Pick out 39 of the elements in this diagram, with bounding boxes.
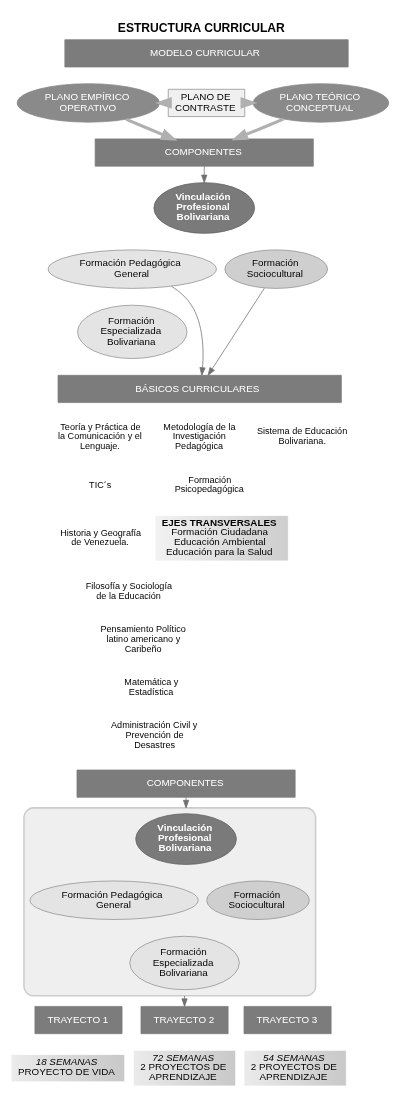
node-ellipse: PLANO TEÓRICO CONCEPTUAL xyxy=(252,82,390,123)
node-ellipse: Formación Sociocultural xyxy=(224,249,328,289)
label: Historia y Geografía de Venezuela. xyxy=(60,527,142,547)
label: Metodología de la Investigación Pedagógica xyxy=(163,421,236,451)
node-box: 54 SEMANAS 2 PROYECTOS DE APRENDIZAJE xyxy=(243,1049,347,1086)
label: Matemática y Estadística xyxy=(124,676,179,697)
arrow xyxy=(231,117,284,141)
node-box: BÁSICOS CURRICULARES xyxy=(57,374,342,403)
label: Sistema de Educación Bolivariana. xyxy=(256,425,348,446)
label: Pensamiento Político latino americano y Caribeño xyxy=(100,623,186,654)
node-ellipse: Formación Sociocultural xyxy=(206,880,310,920)
arrow xyxy=(181,994,188,1007)
node-ellipse: Formación Pedagógica General xyxy=(29,880,199,920)
node-box: MODELO CURRICULAR xyxy=(64,38,349,67)
node-ellipse: PLANO EMPÍRICO OPERATIVO xyxy=(16,82,160,123)
node-box: EJES TRANSVERSALES Formación Ciudadana Educación Ambiental Educación para la Salud xyxy=(154,514,289,561)
node-ellipse: Formación Especializada Bolivariana xyxy=(129,935,240,990)
label: Administración Civil y Prevención de Desastres xyxy=(111,719,198,750)
node-ellipse: Formación Pedagógica General xyxy=(47,249,217,289)
node-box: COMPONENTES xyxy=(76,769,296,798)
node-ellipse: Vinculación Profesional Bolivariana xyxy=(153,181,255,234)
arrow xyxy=(125,117,178,141)
diagram-title: ESTRUCTURA CURRICULAR xyxy=(117,20,285,35)
node-box: 72 SEMANAS 2 PROYECTOS DE APRENDIZAJE xyxy=(133,1049,237,1086)
node-ellipse: Vinculación Profesional Bolivariana xyxy=(135,812,237,865)
node-box: TRAYECTO 3 xyxy=(243,1005,332,1034)
label: Formación Psicopedagógica xyxy=(174,474,244,494)
node-box: COMPONENTES xyxy=(94,138,314,167)
node-box: TRAYECTO 2 xyxy=(140,1005,229,1034)
node-box: TRAYECTO 1 xyxy=(34,1005,123,1034)
label: Filosofía y Sociología de la Educación xyxy=(85,580,172,600)
arrow xyxy=(240,96,258,109)
arrow xyxy=(201,165,208,183)
arrow xyxy=(207,287,265,376)
arrow xyxy=(171,285,206,376)
label: Teoría y Práctica de la Comunicación y el Lenguaje. xyxy=(58,421,142,451)
node-box: 18 SEMANAS PROYECTO DE VIDA xyxy=(10,1053,126,1082)
label: TIC´s xyxy=(89,479,112,490)
node-ellipse: Formación Especializada Bolivariana xyxy=(77,304,188,359)
